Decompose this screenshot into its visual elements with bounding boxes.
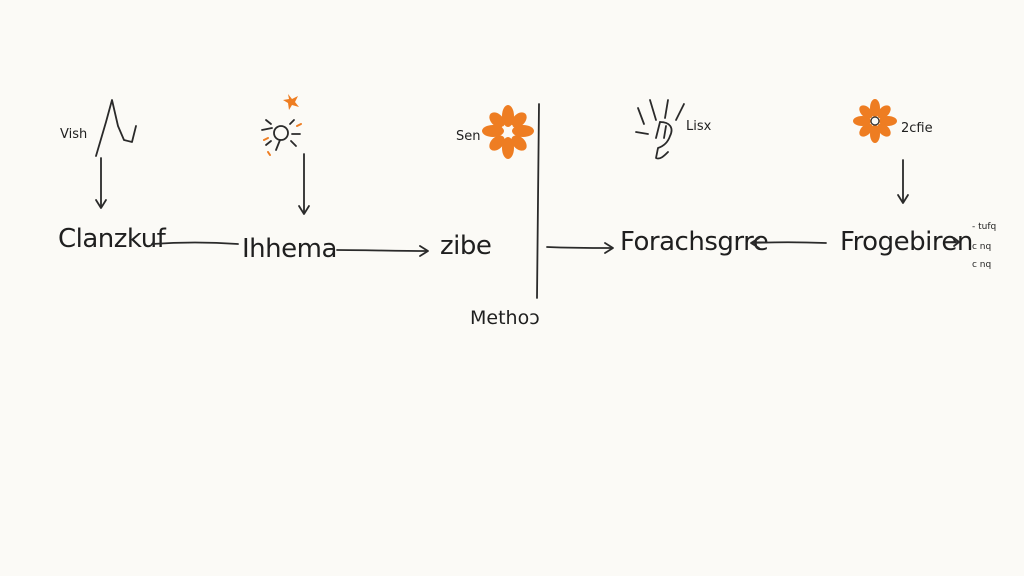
annotation-vish: Vish xyxy=(60,127,87,142)
arrow-frogebiren-to-forachsgrre xyxy=(750,237,827,249)
line-clanzkuf-to-thema xyxy=(151,241,239,245)
side-list-item-2: c nq xyxy=(972,242,991,252)
arrow-divider-to-forachsgrre xyxy=(546,242,614,254)
dizzy-head-icon xyxy=(261,94,302,156)
arrow-thema-to-zibe xyxy=(336,245,429,257)
side-list-item-1: - tufq xyxy=(972,222,996,232)
arrow-vish-to-clanzkuf xyxy=(95,157,107,209)
divider-line xyxy=(536,103,540,299)
node-forachsgrre: Forachsgrre xyxy=(620,227,768,257)
annotation-zfie: 2cfie xyxy=(901,121,933,136)
flower-icon xyxy=(482,105,534,159)
hand-icon xyxy=(635,99,685,160)
arrow-head-to-thema xyxy=(298,153,310,215)
flower-icon xyxy=(853,99,897,143)
peak-sketch-icon xyxy=(95,99,137,157)
node-zibe: zibe xyxy=(440,231,491,261)
arrow-flower-to-frogebiren xyxy=(897,159,909,204)
annotation-lisx: Lisx xyxy=(686,119,712,134)
annotation-sen: Sen xyxy=(456,129,481,144)
node-methods: Methoɔ xyxy=(470,307,540,329)
side-list-item-3: c nq xyxy=(972,260,991,270)
arrow-frogebiren-to-side-list xyxy=(945,237,960,247)
node-clanzkuf: Clanzkuf xyxy=(58,224,167,254)
node-thema: Ihhema xyxy=(242,234,337,264)
